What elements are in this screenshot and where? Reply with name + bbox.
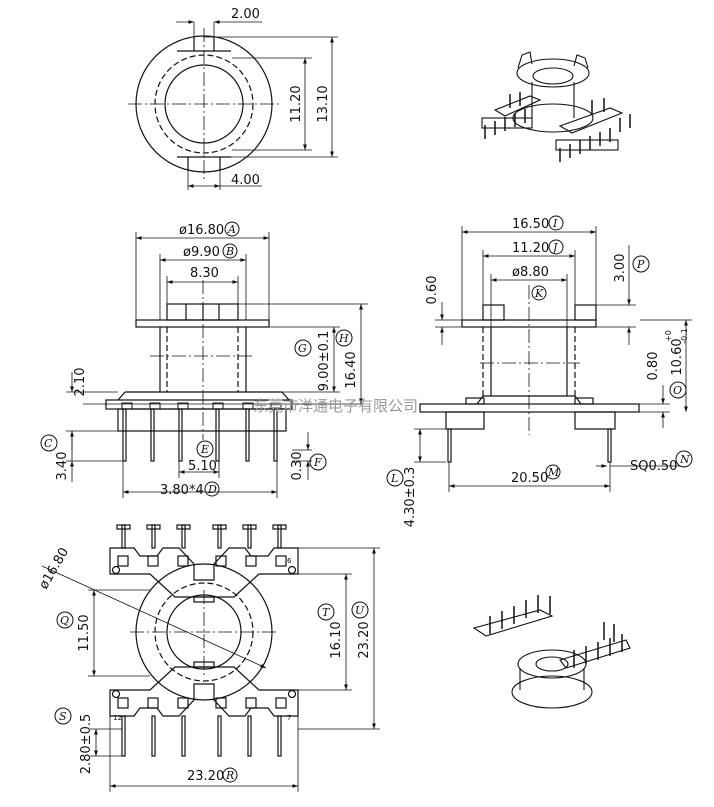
dim-side-base-thickness: 0.80 [646, 352, 661, 381]
dim-bottom-flange-diameter: ø16.80 [36, 545, 72, 592]
dim-slot-top: 2.00 [231, 7, 260, 22]
ref-A: A [227, 223, 236, 236]
front-pins [122, 408, 278, 462]
side-view [414, 226, 692, 492]
bottom-lower-pins [117, 697, 287, 757]
front-pin-block [117, 408, 287, 432]
ref-I: I [552, 217, 558, 230]
dim-base-height: 2.10 [73, 368, 88, 397]
pin-number-6: 6 [287, 557, 292, 565]
dim-side-pin-square: SQ0.50 [630, 459, 677, 474]
top-view [128, 20, 338, 190]
dim-pin-offset: 5.10 [188, 459, 217, 474]
front-view [66, 232, 368, 498]
isometric-view-top [481, 51, 631, 162]
ref-D: D [207, 483, 217, 496]
dim-side-mid-width: 11.20 [512, 241, 549, 256]
watermark: 东莞市洋通电子有限公司 [253, 397, 418, 415]
dim-pin-thickness: 0.30 [290, 452, 305, 481]
front-top-flange [135, 319, 270, 328]
side-view-labels: 16.50 I 11.20 J ø8.80 K 0.60 3.00 P 0.80… [386, 215, 693, 528]
ref-S: S [59, 710, 67, 723]
isometric-view-bottom [472, 595, 631, 709]
dim-bottom-total-height: 23.20 [357, 621, 372, 658]
ref-P: P [636, 258, 645, 271]
dim-side-flange-width: 16.50 [512, 217, 549, 232]
dim-height: 16.40 [344, 351, 359, 388]
dim-bottom-total-width: 23.20 [187, 769, 224, 784]
ref-J: J [551, 241, 558, 254]
ref-O: O [673, 384, 682, 397]
dim-inner-diameter: 11.20 [289, 85, 304, 122]
ref-T: T [322, 606, 331, 619]
dim-core-height: 9.00±0.1 [317, 331, 332, 392]
dim-bottom-inner-height: 16.10 [329, 621, 344, 658]
dim-side-top-height: 3.00 [613, 254, 628, 283]
dim-core-width: 8.30 [190, 266, 219, 281]
dim-pin-length: 3.40 [55, 452, 70, 481]
dim-side-total-height: 10.60 [670, 338, 685, 375]
ref-C: C [44, 437, 53, 450]
dim-side-pin-span: 20.50 [511, 471, 548, 486]
side-base [419, 403, 640, 413]
dim-flange-diameter: ø16.80 [179, 223, 224, 238]
pin-number-12: 12 [113, 714, 122, 722]
dim-side-core-diameter: ø8.80 [512, 265, 549, 280]
dim-side-flange-thickness: 0.60 [425, 276, 440, 305]
ref-H: H [338, 332, 349, 345]
ref-L: L [390, 472, 398, 485]
dim-pin-pitch: 3.80*4 [160, 483, 204, 498]
side-pin-left [447, 428, 452, 463]
dim-tol-plus: +0 [664, 330, 673, 342]
ref-R: R [225, 769, 234, 782]
dim-slot-bottom: 4.00 [231, 173, 260, 188]
pin-number-7: 7 [287, 714, 291, 722]
bottom-upper-pins [116, 524, 287, 567]
dim-winding-diameter: ø9.90 [183, 245, 220, 260]
ref-B: B [225, 245, 234, 258]
ref-E: E [200, 443, 209, 456]
side-pin-right [607, 428, 612, 463]
ref-U: U [355, 604, 365, 617]
dim-bottom-inner: 11.50 [77, 614, 92, 651]
bottom-view [41, 524, 380, 792]
dim-tol-minus: -0.1 [680, 328, 689, 344]
ref-F: F [313, 456, 322, 469]
dim-bottom-pin-length: 2.80±0.5 [79, 714, 94, 775]
dim-side-pin-length: 4.30±0.3 [403, 467, 418, 528]
front-view-labels: ø16.80 A ø9.90 B 8.30 G H 9.00±0.1 16.40… [40, 221, 359, 498]
dim-outer-diameter: 13.10 [316, 85, 331, 122]
ref-N: N [679, 453, 690, 466]
ref-G: G [298, 342, 307, 355]
ref-Q: Q [60, 614, 69, 627]
ref-M: M [547, 466, 560, 479]
ref-K: K [534, 287, 544, 300]
